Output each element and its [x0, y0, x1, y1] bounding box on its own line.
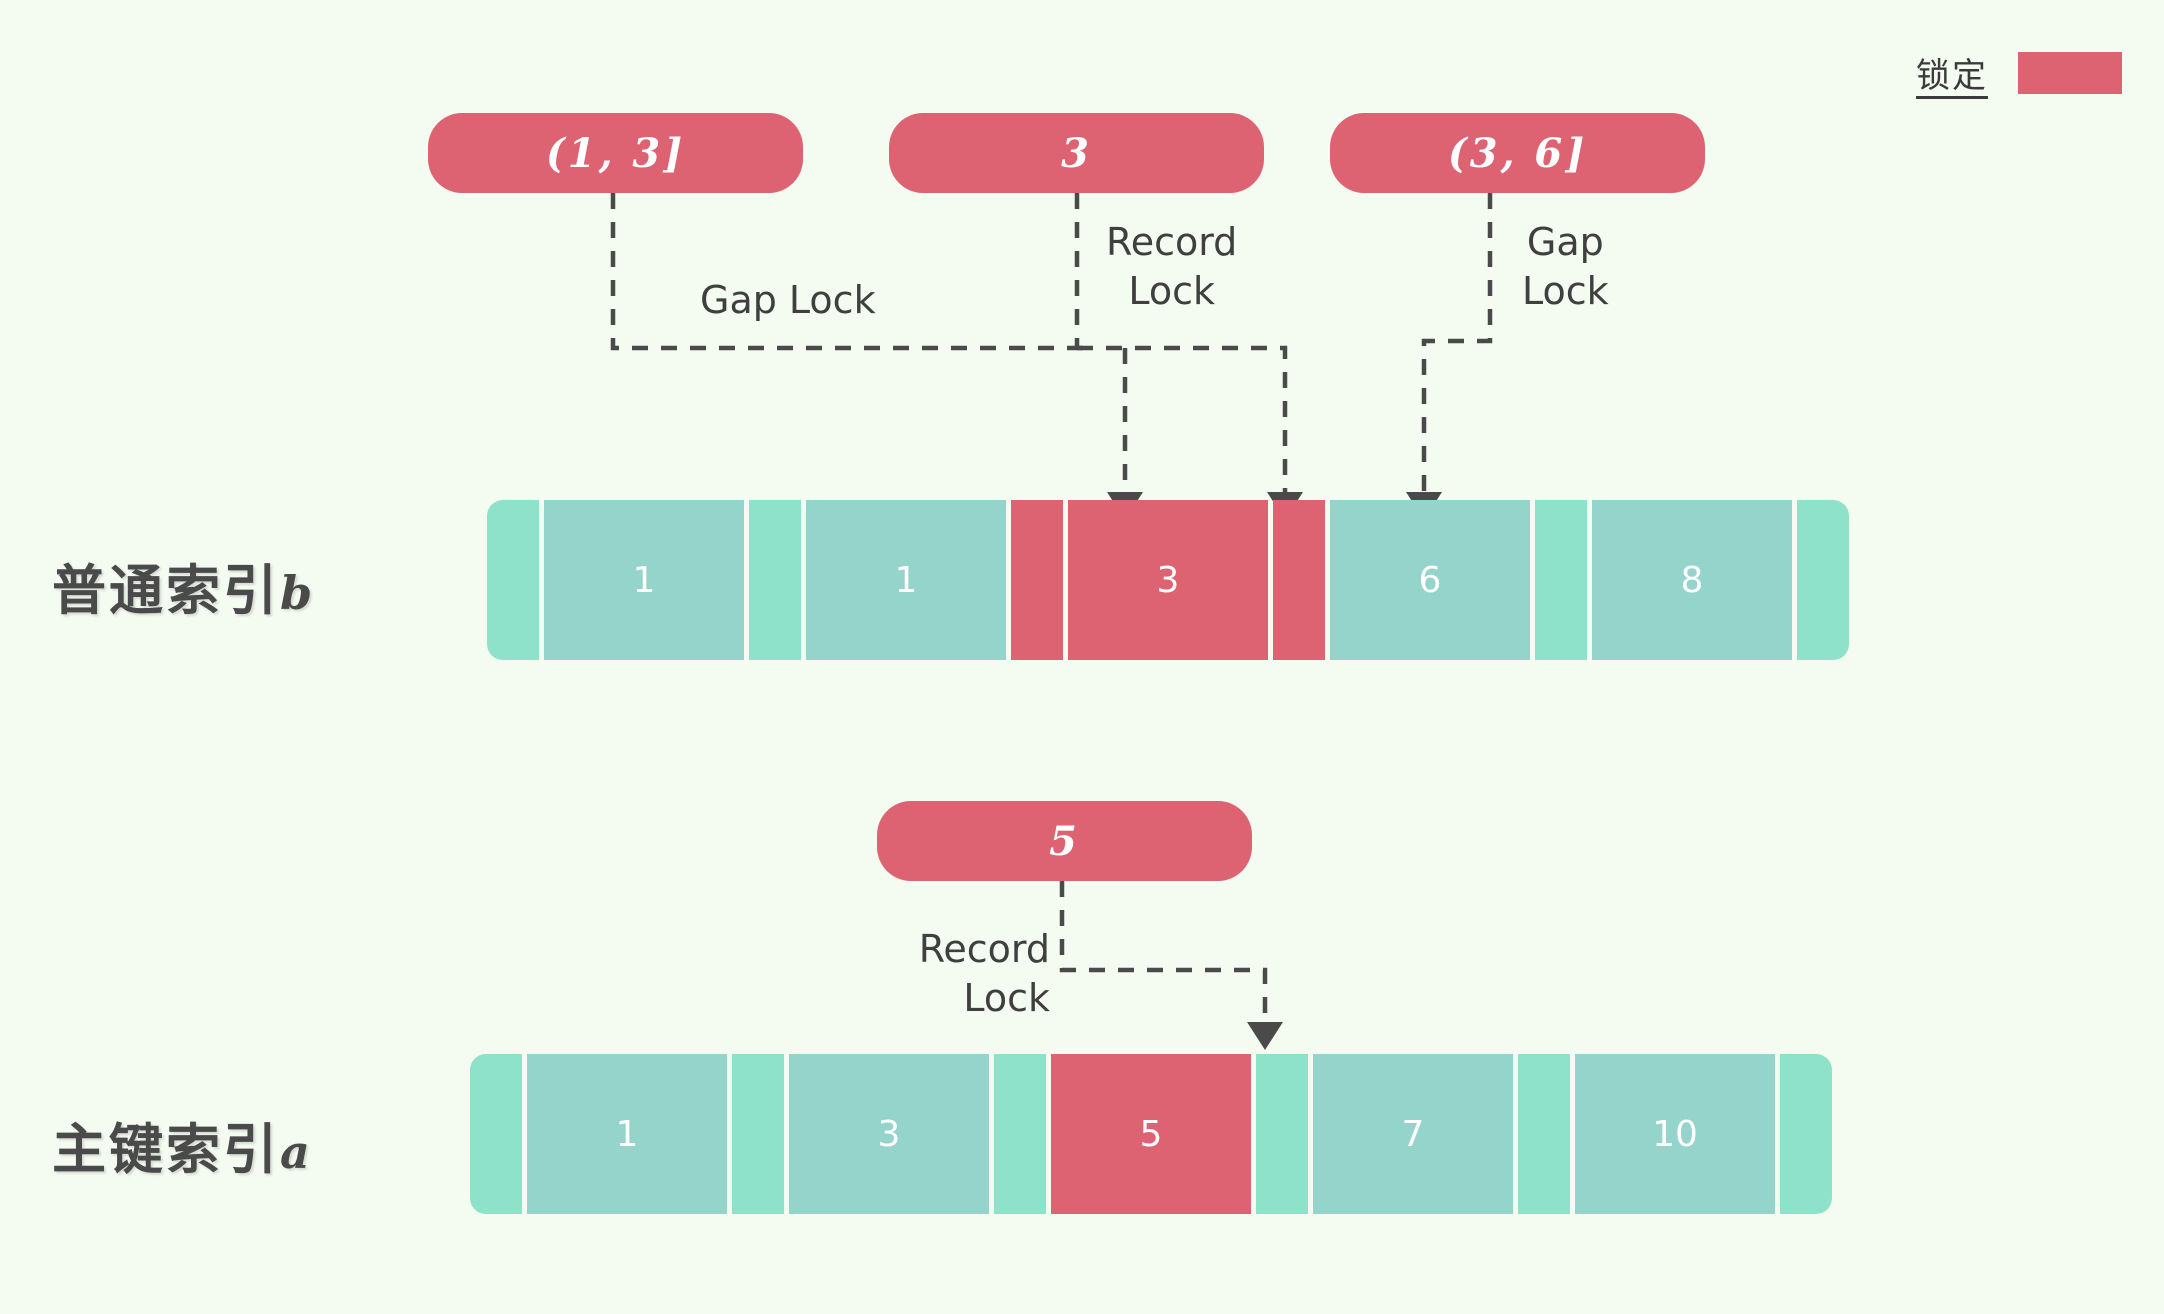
callout-gap-lock-right: (3, 6] — [1330, 113, 1705, 193]
gap-cell — [732, 1054, 784, 1214]
callout-gap-lock-left: (1, 3] — [428, 113, 803, 193]
arrowhead-record-5 — [1247, 1022, 1283, 1050]
row-label-primary-index-cn: 主键索引 — [52, 1118, 280, 1181]
label-record-lock-primary: Record Lock — [918, 927, 1050, 1020]
gap-cell — [1780, 1054, 1832, 1214]
record-cell: 1 — [527, 1054, 727, 1214]
row-label-primary-index-suffix: a — [280, 1125, 313, 1179]
row-label-primary-index: 主键索引a — [52, 1105, 313, 1184]
legend: 锁定 — [1916, 48, 2122, 97]
row-label-secondary-index: 普通索引b — [52, 546, 315, 625]
callout-record-lock-secondary: 3 — [889, 113, 1264, 193]
gap-cell — [487, 500, 539, 660]
row-label-secondary-index-cn: 普通索引 — [52, 559, 280, 622]
gap-cell — [470, 1054, 522, 1214]
gap-cell — [1011, 500, 1063, 660]
record-cell: 8 — [1592, 500, 1792, 660]
record-cell: 6 — [1330, 500, 1530, 660]
gap-cell — [1535, 500, 1587, 660]
connector-bus-right — [1077, 345, 1288, 500]
gap-cell — [1518, 1054, 1570, 1214]
record-cell: 1 — [544, 500, 744, 660]
label-record-lock-secondary: Record Lock — [1106, 220, 1238, 313]
connector-gap-lock-right — [1421, 193, 1493, 500]
legend-color-swatch — [2018, 51, 2122, 94]
record-cell: 10 — [1575, 1054, 1775, 1214]
gap-cell — [749, 500, 801, 660]
label-gap-lock-left: Gap Lock — [700, 278, 876, 322]
connector-gap-lock-left — [610, 193, 1085, 351]
gap-cell — [1256, 1054, 1308, 1214]
gap-cell — [994, 1054, 1046, 1214]
row-label-secondary-index-suffix: b — [280, 566, 316, 620]
gap-cell — [1273, 500, 1325, 660]
record-cell: 3 — [1068, 500, 1268, 660]
callout-record-lock-primary: 5 — [877, 801, 1252, 881]
record-cell: 3 — [789, 1054, 989, 1214]
record-cell: 1 — [806, 500, 1006, 660]
gap-cell — [1797, 500, 1849, 660]
record-cell: 5 — [1051, 1054, 1251, 1214]
label-gap-lock-right: Gap Lock — [1522, 220, 1609, 313]
connector-record-lock-primary — [1059, 881, 1268, 1030]
legend-label: 锁定 — [1916, 56, 1988, 96]
record-cell: 7 — [1313, 1054, 1513, 1214]
